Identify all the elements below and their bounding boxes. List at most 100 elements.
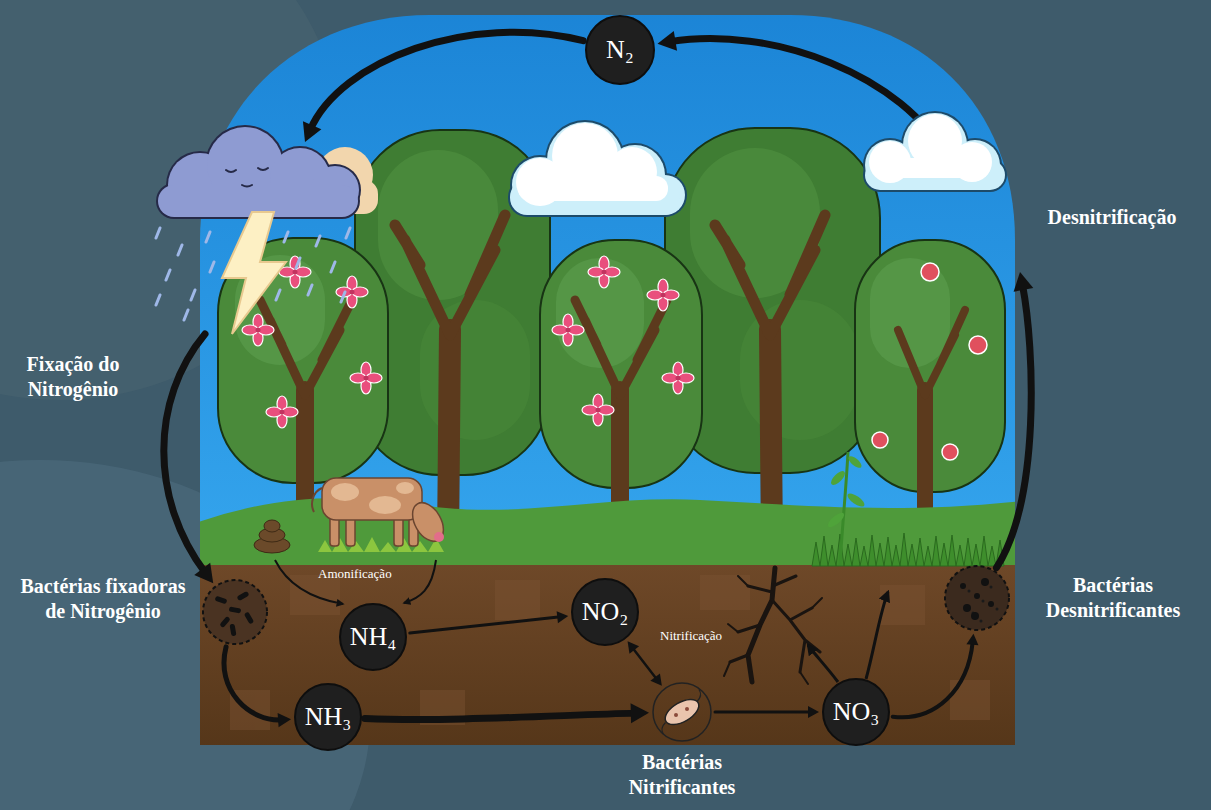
arrow-line [410, 617, 561, 633]
bacteria-circle: Bactérias fixadoras de Nitrogênio [202, 579, 268, 645]
white-cloud [518, 176, 668, 201]
compound-circle: NH₃ [294, 683, 362, 751]
label-holder: Bactérias Desnitrificantes [1022, 573, 1204, 623]
grass [847, 454, 864, 470]
front-trees [921, 263, 939, 281]
back-trees [395, 215, 505, 335]
white-cloud [510, 122, 685, 215]
storm-cloud [158, 127, 359, 217]
white-cloud [508, 120, 687, 217]
process-note: Nitrificação [660, 628, 770, 644]
back-trees [420, 300, 530, 440]
cycle-arrow [657, 31, 1033, 568]
cycle-arrow [410, 611, 568, 633]
label-holder: Bactérias Nitrificantes [592, 750, 772, 800]
ground [880, 585, 925, 625]
front-trees [872, 432, 888, 448]
front-trees [582, 394, 614, 426]
compound-circle: NH₄ [339, 603, 407, 671]
cow [434, 532, 444, 542]
cycle-arrow [224, 647, 291, 727]
bacteria-name: Bactérias Desnitrificantes [1022, 573, 1204, 623]
front-trees [218, 238, 1005, 545]
white-cloud [516, 123, 668, 206]
ground [495, 580, 540, 620]
lightning [222, 212, 286, 334]
label-holder: Amonificação [318, 566, 428, 582]
arrow-head [1014, 272, 1034, 292]
cow [322, 478, 422, 520]
front-trees [242, 314, 274, 346]
plant-roots [724, 576, 822, 684]
compound-circle: N₂ [585, 15, 655, 85]
cow [369, 496, 401, 514]
front-trees [969, 336, 987, 354]
front-trees [898, 310, 965, 395]
process-arrows [866, 592, 888, 679]
compound-formula: NO₃ [833, 699, 880, 725]
ground [190, 498, 1030, 572]
label-holder: Bactérias fixadoras de Nitrogênio [18, 574, 188, 624]
ground [190, 498, 1030, 750]
grass [829, 469, 847, 487]
label-holder: Nitrificação [660, 628, 770, 644]
process-name: Fixação do Nitrogênio [8, 352, 138, 402]
storm-cloud [156, 125, 361, 219]
white-cloud [863, 111, 1007, 192]
front-trees [647, 279, 679, 311]
grass [826, 454, 867, 529]
storm-cloud [226, 168, 268, 187]
cycle-arrow [893, 634, 979, 717]
cycle-arrow [365, 703, 649, 723]
process-note: Amonificação [318, 566, 428, 582]
manure [264, 520, 280, 532]
front-trees [942, 444, 958, 460]
arrow-line [224, 647, 282, 720]
arrow-head [650, 673, 662, 685]
compound-circle: NO₃ [822, 678, 890, 746]
cow [312, 488, 322, 512]
arrow-head [966, 634, 978, 646]
compound-formula: NH₄ [350, 624, 397, 650]
process-name: Desnitrificação [1022, 205, 1202, 230]
white-cloud [875, 158, 990, 178]
label-holder: Desnitrificação [1022, 205, 1202, 230]
arrow-line [893, 641, 973, 717]
cycle-arrow [715, 706, 819, 718]
bacteria-circle: Bactérias Desnitrificantes [944, 565, 1010, 631]
arrow-line [996, 285, 1031, 568]
bacteria-circle: Bactérias Nitrificantes [652, 682, 712, 742]
bacteria-name: Bactérias fixadoras de Nitrogênio [18, 574, 188, 624]
front-trees [279, 256, 311, 288]
front-trees [872, 263, 987, 460]
arrow-line [715, 711, 811, 714]
ground [230, 575, 990, 730]
node-shape [944, 565, 1010, 631]
front-trees [552, 314, 584, 346]
grass [840, 452, 848, 565]
arrow-line [365, 713, 636, 719]
arrow-line [632, 647, 657, 679]
arrow-head [194, 563, 213, 584]
label-holder: Fixação do Nitrogênio [8, 352, 138, 402]
white-cloud [863, 111, 1007, 192]
compound-formula: NO₂ [582, 599, 629, 625]
arrow-head [631, 703, 649, 723]
landscape [190, 0, 1030, 760]
white-cloud [865, 113, 1005, 190]
process-arrows [275, 560, 888, 682]
cow [406, 497, 450, 546]
cow [396, 482, 414, 494]
storm-cloud [226, 168, 268, 187]
cow [331, 483, 359, 501]
cycle-arrow [164, 32, 583, 583]
grass [812, 452, 1004, 566]
arrow-head [808, 706, 819, 718]
process-arrows [808, 645, 838, 682]
front-trees [350, 362, 382, 394]
storm-cloud [156, 125, 378, 219]
process-arrows [404, 560, 436, 603]
front-trees [575, 300, 667, 395]
